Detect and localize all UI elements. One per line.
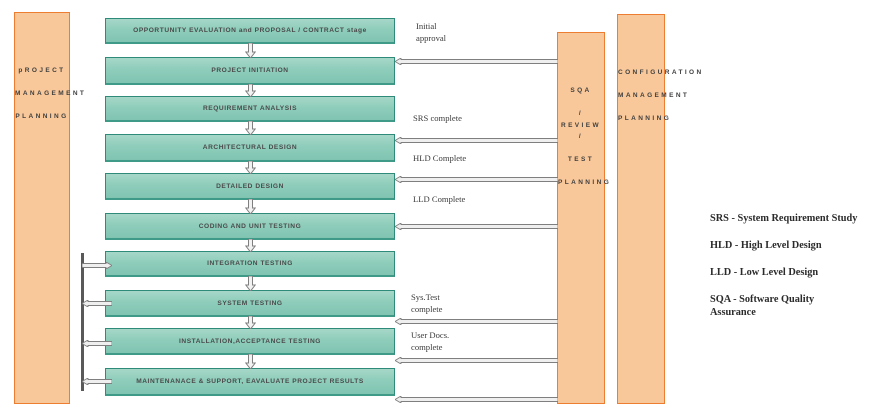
- down-arrow-9: [245, 354, 256, 369]
- process-box-system-testing[interactable]: SYSTEM TESTING: [105, 290, 395, 317]
- arrow-to-architectural-design: [395, 137, 558, 144]
- arrow-to-project-initiation: [395, 58, 558, 65]
- legend-item-legend-hld: HLD - High Level Design: [710, 240, 822, 251]
- annotation-srs-complete: SRS complete: [413, 113, 462, 123]
- down-arrow-8: [245, 316, 256, 329]
- arrow-to-coding-unit-testing: [395, 223, 558, 230]
- process-box-detailed-design[interactable]: DETAILED DESIGN: [105, 173, 395, 200]
- down-arrow-6: [245, 239, 256, 252]
- down-arrow-1: [245, 43, 256, 58]
- annotation-hld-complete: HLD Complete: [413, 153, 467, 163]
- lane-label-sqa-review-test-planning: SQA / REVIEW / TEST PLANNING: [558, 87, 612, 186]
- process-box-label-coding-unit-testing: CODING AND UNIT TESTING: [198, 222, 302, 230]
- arrow-to-system-testing: [395, 318, 558, 325]
- process-box-installation-acceptance[interactable]: INSTALLATION,ACCEPTANCE TESTING: [105, 328, 395, 355]
- annotation-initial-approval: Initial approval: [416, 21, 447, 43]
- process-box-maintenance-support[interactable]: MAINTENANACE & SUPPORT, EAVALUATE PROJEC…: [105, 368, 395, 396]
- down-arrow-4: [245, 161, 256, 174]
- legend-item-legend-srs: SRS - System Requirement Study: [710, 213, 858, 224]
- lane-label-project-management-planning: pROJECT MANAGEMENT PLANNING: [15, 67, 87, 120]
- down-arrow-7: [245, 276, 256, 291]
- down-arrow-5: [245, 199, 256, 214]
- bus-arrow-integration-in: [82, 262, 112, 269]
- process-box-label-integration-testing: INTEGRATION TESTING: [207, 260, 293, 267]
- feedback-bus-line: [81, 253, 84, 391]
- bus-arrow-maintenance-out: [82, 378, 112, 385]
- arrow-to-installation-acceptance: [395, 357, 558, 364]
- process-box-label-installation-acceptance: INSTALLATION,ACCEPTANCE TESTING: [179, 337, 321, 345]
- legend-item-legend-sqa: SQA - Software Quality Assurance: [710, 294, 815, 318]
- lane-project-management-planning: pROJECT MANAGEMENT PLANNING: [14, 12, 87, 404]
- process-box-label-detailed-design: DETAILED DESIGN: [216, 182, 284, 190]
- annotation-user-docs-complete: User Docs. complete: [411, 330, 450, 352]
- process-box-label-requirement-analysis: REQUIREMENT ANALYSIS: [202, 105, 298, 112]
- lane-label-configuration-management-planning: CONFIGURATION MANAGEMENT PLANNING: [618, 69, 704, 122]
- process-box-label-project-initiation: PROJECT INITIATION: [211, 67, 289, 74]
- process-box-opportunity-evaluation[interactable]: OPPORTUNITY EVALUATION and PROPOSAL / CO…: [105, 18, 395, 44]
- process-box-label-system-testing: SYSTEM TESTING: [217, 299, 283, 307]
- process-box-architectural-design[interactable]: ARCHITECTURAL DESIGN: [105, 134, 395, 162]
- process-box-label-architectural-design: ARCHITECTURAL DESIGN: [202, 144, 298, 151]
- lane-sqa-review-test-planning: SQA / REVIEW / TEST PLANNING: [557, 32, 612, 404]
- lane-configuration-management-planning: CONFIGURATION MANAGEMENT PLANNING: [617, 14, 704, 404]
- process-box-coding-unit-testing[interactable]: CODING AND UNIT TESTING: [105, 213, 395, 240]
- legend-item-legend-lld: LLD - Low Level Design: [710, 267, 819, 278]
- down-arrow-3: [245, 121, 256, 135]
- annotation-lld-complete: LLD Complete: [413, 194, 466, 204]
- bus-arrow-system-out: [82, 300, 112, 307]
- down-arrow-2: [245, 84, 256, 97]
- process-box-integration-testing[interactable]: INTEGRATION TESTING: [105, 251, 395, 277]
- arrow-to-detailed-design: [395, 176, 558, 183]
- annotation-sys-test-complete: Sys.Test complete: [411, 292, 443, 314]
- process-box-label-maintenance-support: MAINTENANACE & SUPPORT, EAVALUATE PROJEC…: [136, 378, 364, 385]
- arrow-to-maintenance-support: [395, 396, 558, 403]
- bus-arrow-installation-out: [82, 340, 112, 347]
- process-box-label-opportunity-evaluation: OPPORTUNITY EVALUATION and PROPOSAL / CO…: [133, 27, 367, 34]
- process-box-requirement-analysis[interactable]: REQUIREMENT ANALYSIS: [105, 96, 395, 122]
- process-box-project-initiation[interactable]: PROJECT INITIATION: [105, 57, 395, 85]
